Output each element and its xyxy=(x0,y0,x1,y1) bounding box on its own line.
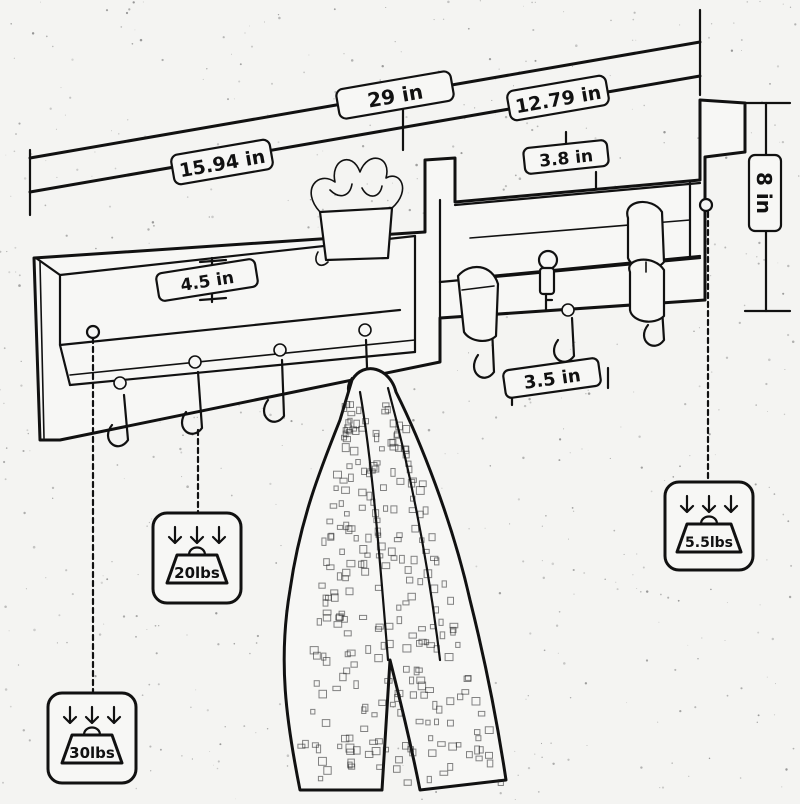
load-badge-5-5lbs: 5.5lbs xyxy=(663,480,755,572)
hat-item xyxy=(456,266,500,342)
down-arrow-icon xyxy=(167,525,227,545)
weight-icon: 30lbs xyxy=(60,726,124,765)
hook-icon xyxy=(552,303,576,363)
down-arrow-icon xyxy=(679,494,739,514)
hook-icon xyxy=(262,343,287,423)
weight-icon: 5.5lbs xyxy=(675,515,743,554)
hook-icon xyxy=(106,376,130,448)
top-gap-dimension: 3.8 in xyxy=(522,130,610,190)
badge-5-5lbs-label: 5.5lbs xyxy=(685,535,733,551)
sunglasses-icon xyxy=(626,200,666,323)
keys-icon xyxy=(537,249,559,312)
height-dimension: 8 in xyxy=(743,101,792,313)
hook-spacing-dimension: 3.5 in xyxy=(502,357,610,407)
scarf-icon xyxy=(282,367,508,792)
down-arrow-icon xyxy=(62,705,122,725)
load-badge-30lbs: 30lbs xyxy=(46,691,138,785)
badge-leaders xyxy=(91,210,710,697)
badge-20lbs-label: 20lbs xyxy=(174,564,220,582)
plant-pot-icon xyxy=(310,157,404,267)
load-badge-20lbs: 20lbs xyxy=(151,511,243,605)
shelf-depth-dimension: 4.5 in xyxy=(155,256,259,304)
total-width-dimension: 29 in 15.94 in 12.79 in xyxy=(28,8,702,217)
height-label: 8 in xyxy=(752,172,776,214)
hook-icon xyxy=(180,355,204,435)
shelf-body xyxy=(32,98,747,442)
scarf-pattern xyxy=(297,401,504,787)
weight-icon: 20lbs xyxy=(165,546,229,585)
badge-30lbs-label: 30lbs xyxy=(69,744,115,762)
